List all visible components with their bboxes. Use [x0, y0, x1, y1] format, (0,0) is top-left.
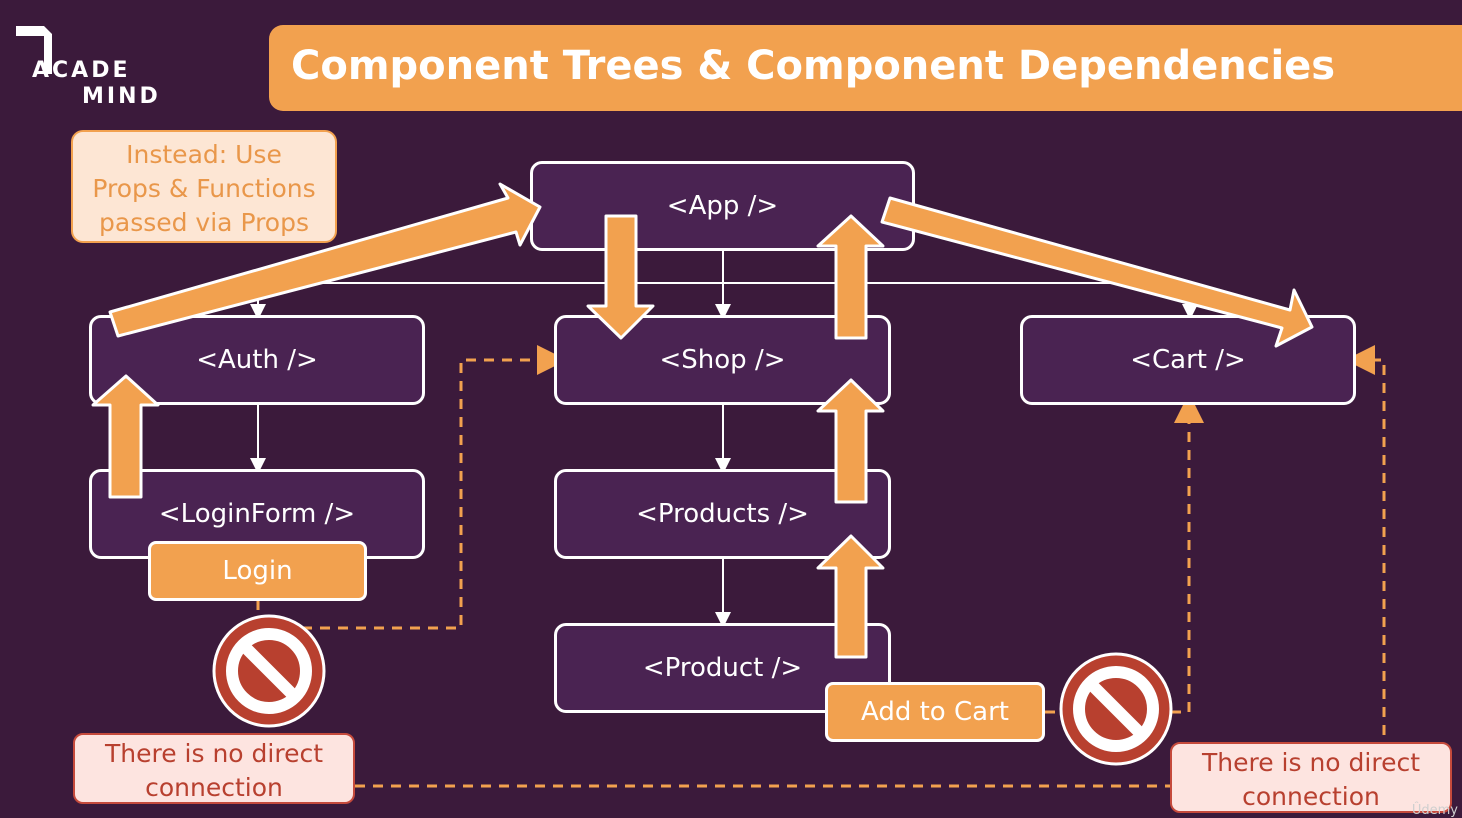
component-product-label: <Product />	[642, 653, 803, 683]
arrow-shop-to-app	[816, 214, 885, 340]
warning-left-line-2: connection	[145, 773, 283, 802]
arrow-auth-to-app	[108, 182, 542, 338]
forbidden-icon-left	[212, 614, 326, 728]
dashed-bottom-to-cart	[355, 345, 1386, 788]
component-loginform-label: <LoginForm />	[158, 499, 356, 529]
arrow-loginform-to-auth	[91, 374, 160, 499]
component-shop-label: <Shop />	[659, 345, 786, 375]
add-to-cart-button[interactable]: Add to Cart	[825, 682, 1045, 742]
page-title: Component Trees & Component Dependencies	[291, 43, 1336, 89]
warning-no-connection-right: There is no direct connection	[1170, 742, 1452, 813]
academind-logo: ACADE MIND	[14, 22, 174, 112]
component-app-label: <App />	[666, 191, 779, 221]
component-cart-label: <Cart />	[1130, 345, 1246, 375]
warning-right-line-1: There is no direct	[1201, 748, 1421, 777]
warning-right-line-2: connection	[1242, 782, 1380, 811]
login-button[interactable]: Login	[148, 541, 367, 601]
component-auth-label: <Auth />	[196, 345, 318, 375]
note-line-3: passed via Props	[99, 208, 309, 237]
arrow-products-to-shop	[816, 378, 885, 504]
warning-no-connection-left: There is no direct connection	[73, 733, 355, 804]
props-note: Instead: Use Props & Functions passed vi…	[71, 130, 337, 243]
component-loginform: <LoginForm />	[89, 469, 425, 559]
title-bar: Component Trees & Component Dependencies	[269, 25, 1462, 111]
logo-mark-icon	[16, 26, 52, 74]
note-line-1: Instead: Use	[126, 140, 282, 169]
logo-text-line1: ACADE	[32, 58, 131, 83]
note-line-2: Props & Functions	[92, 174, 316, 203]
arrow-app-to-shop	[586, 214, 655, 340]
logo-text-line2: MIND	[82, 84, 161, 109]
arrow-app-to-cart	[880, 196, 1314, 348]
forbidden-icon-right	[1059, 652, 1173, 766]
component-products-label: <Products />	[636, 499, 809, 529]
warning-left-line-1: There is no direct	[104, 739, 324, 768]
udemy-watermark: Ûdemy	[1411, 803, 1458, 818]
dashed-addtocart-to-cart	[1045, 393, 1204, 714]
arrow-product-to-products	[816, 534, 885, 659]
